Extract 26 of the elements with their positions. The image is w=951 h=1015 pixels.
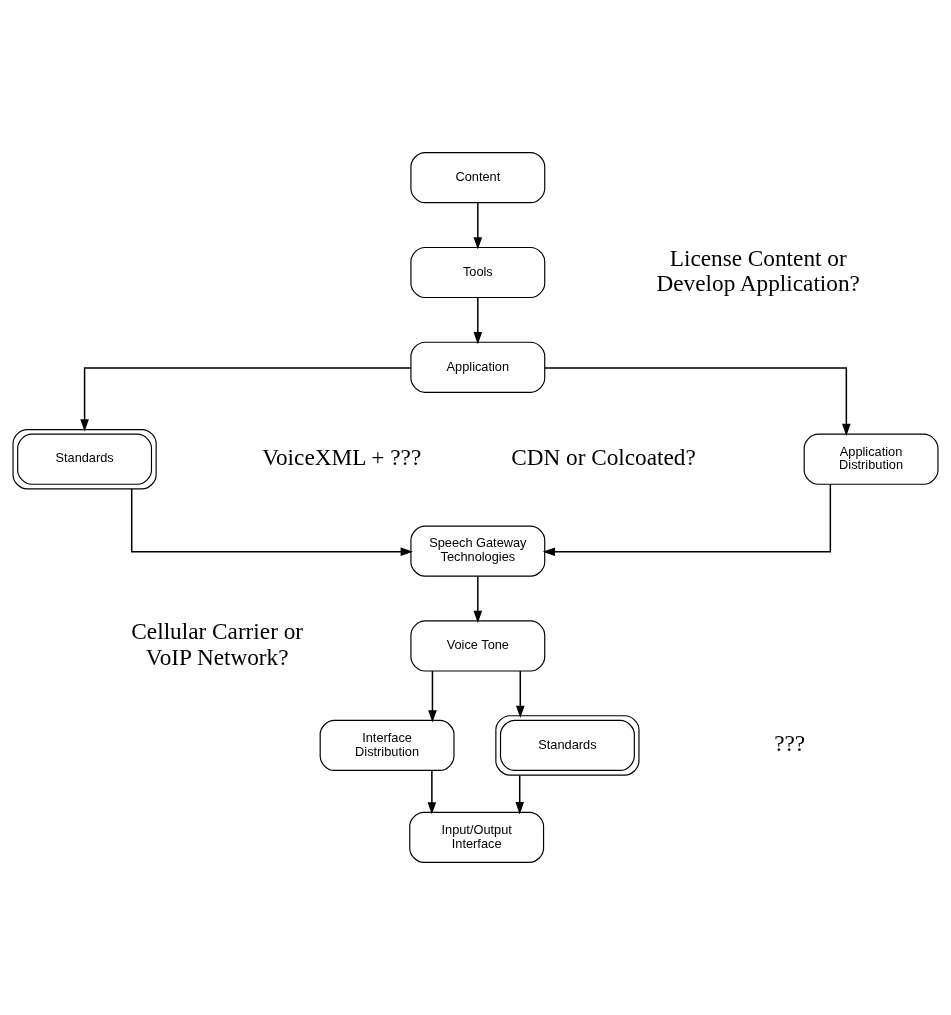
arrow: [428, 670, 437, 723]
node-box: Application: [410, 341, 546, 393]
arrow: [473, 297, 483, 345]
node-box: Standards: [495, 715, 640, 776]
arrow: [515, 774, 525, 815]
node-box: Speech Gateway Technologies: [410, 525, 546, 577]
arrow: [80, 367, 412, 432]
arrow: [542, 483, 832, 557]
node-box: Content: [410, 152, 546, 204]
label: CDN or Colcoated?: [511, 444, 696, 471]
label: VoiceXML + ???: [262, 444, 422, 471]
label: License Content or Develop Application?: [656, 244, 860, 297]
arrow: [515, 670, 525, 718]
arrow: [427, 769, 437, 815]
arrow: [544, 367, 851, 437]
node-box: Tools: [410, 246, 546, 299]
arrow: [473, 202, 483, 250]
node-box: Application Distribution: [803, 433, 939, 485]
arrow: [130, 488, 413, 557]
node-box: Standards: [12, 428, 157, 490]
node-box: Voice Tone: [410, 620, 546, 672]
label: ???: [774, 730, 806, 757]
label: Cellular Carrier or VoIP Network?: [131, 617, 304, 670]
arrow: [473, 575, 483, 624]
node-box: Interface Distribution: [319, 719, 455, 772]
node-box: Input/Output Interface: [409, 811, 545, 863]
